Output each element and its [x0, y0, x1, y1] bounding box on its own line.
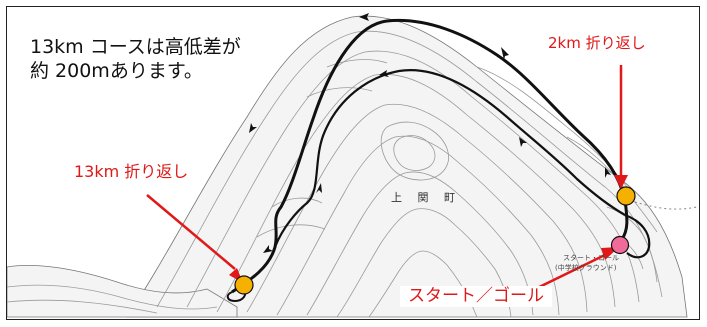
label-start-goal: スタート／ゴール	[400, 286, 552, 308]
course-route-finish	[624, 213, 651, 259]
map-start-goal-note: スタート・ゴール	[563, 254, 619, 262]
label-13km-turnaround: 13km 折り返し	[74, 162, 189, 181]
arrow-left-lower	[263, 245, 273, 253]
arrow-13km-shaft	[146, 194, 236, 270]
course-description: 13km コースは高低差が約 200mあります。	[30, 36, 241, 84]
course-route-outer	[231, 18, 629, 294]
arrow-inner-right	[519, 137, 527, 147]
map-town-name: 上 関 町	[391, 191, 461, 204]
arrow-inner-left	[379, 70, 389, 77]
course-route-inner	[273, 69, 626, 248]
course-description-line1: 13km コースは高低差が	[30, 36, 241, 58]
course-map	[7, 13, 698, 318]
arrow-inner-mid	[316, 183, 322, 193]
marker-start-goal	[610, 235, 630, 255]
arrow-left-up	[249, 123, 257, 133]
marker-2km-turnaround	[616, 186, 636, 206]
coast-dotted-line	[634, 201, 698, 210]
arrow-right-upper	[501, 47, 509, 60]
marker-13km-turnaround	[234, 275, 254, 295]
arrow-top	[359, 13, 369, 21]
map-ground-note: (中学校グラウンド)	[555, 264, 617, 272]
direction-arrows	[249, 13, 611, 253]
course-description-line2: 約 200mあります。	[30, 59, 203, 82]
terrain-contours	[7, 15, 688, 318]
arrow-2km-head	[614, 175, 628, 189]
map-frame: 上 関 町 スタート・ゴール (中学校グラウンド)	[6, 6, 700, 320]
label-2km-turnaround: 2km 折り返し	[548, 34, 646, 52]
arrow-right-lower	[605, 167, 611, 178]
